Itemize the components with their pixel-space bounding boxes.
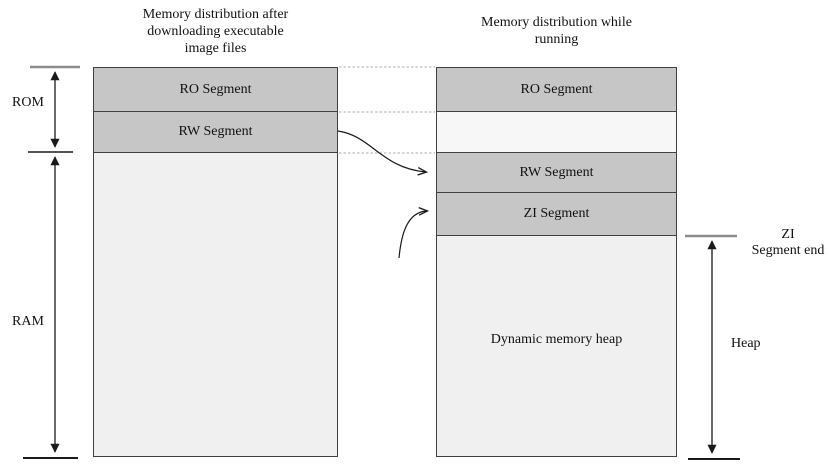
- right-memory-column: RO Segment RW Segment ZI Segment Dynamic…: [436, 67, 677, 457]
- rom-range-label: ROM: [12, 95, 44, 110]
- right-column-title: Memory distribution while running: [481, 15, 632, 47]
- left-ro-segment: RO Segment: [94, 68, 337, 112]
- right-zi-segment: ZI Segment: [437, 193, 676, 236]
- left-rw-segment: RW Segment: [94, 112, 337, 153]
- right-ro-segment-label: RO Segment: [520, 81, 593, 97]
- heap-range-label: Heap: [731, 336, 761, 351]
- dynamic-heap-label: Dynamic memory heap: [490, 332, 623, 347]
- zi-create-curved-arrow: [398, 207, 430, 259]
- right-dynamic-heap-area: Dynamic memory heap: [437, 236, 676, 456]
- zi-segment-end-label: ZI Segment end: [751, 227, 825, 258]
- right-unused-gap: [437, 112, 676, 153]
- left-ro-segment-label: RO Segment: [179, 81, 252, 97]
- right-rw-segment: RW Segment: [437, 153, 676, 193]
- ram-range-label: RAM: [12, 314, 44, 329]
- left-column-title: Memory distribution after downloading ex…: [142, 7, 289, 56]
- right-ro-segment: RO Segment: [437, 68, 676, 112]
- rw-copy-curved-arrow: [337, 130, 429, 176]
- right-rw-segment-label: RW Segment: [519, 164, 594, 180]
- left-memory-column: RO Segment RW Segment: [93, 67, 338, 457]
- right-zi-segment-label: ZI Segment: [523, 206, 590, 221]
- left-rw-segment-label: RW Segment: [178, 124, 253, 139]
- left-ram-empty-area: [94, 153, 337, 456]
